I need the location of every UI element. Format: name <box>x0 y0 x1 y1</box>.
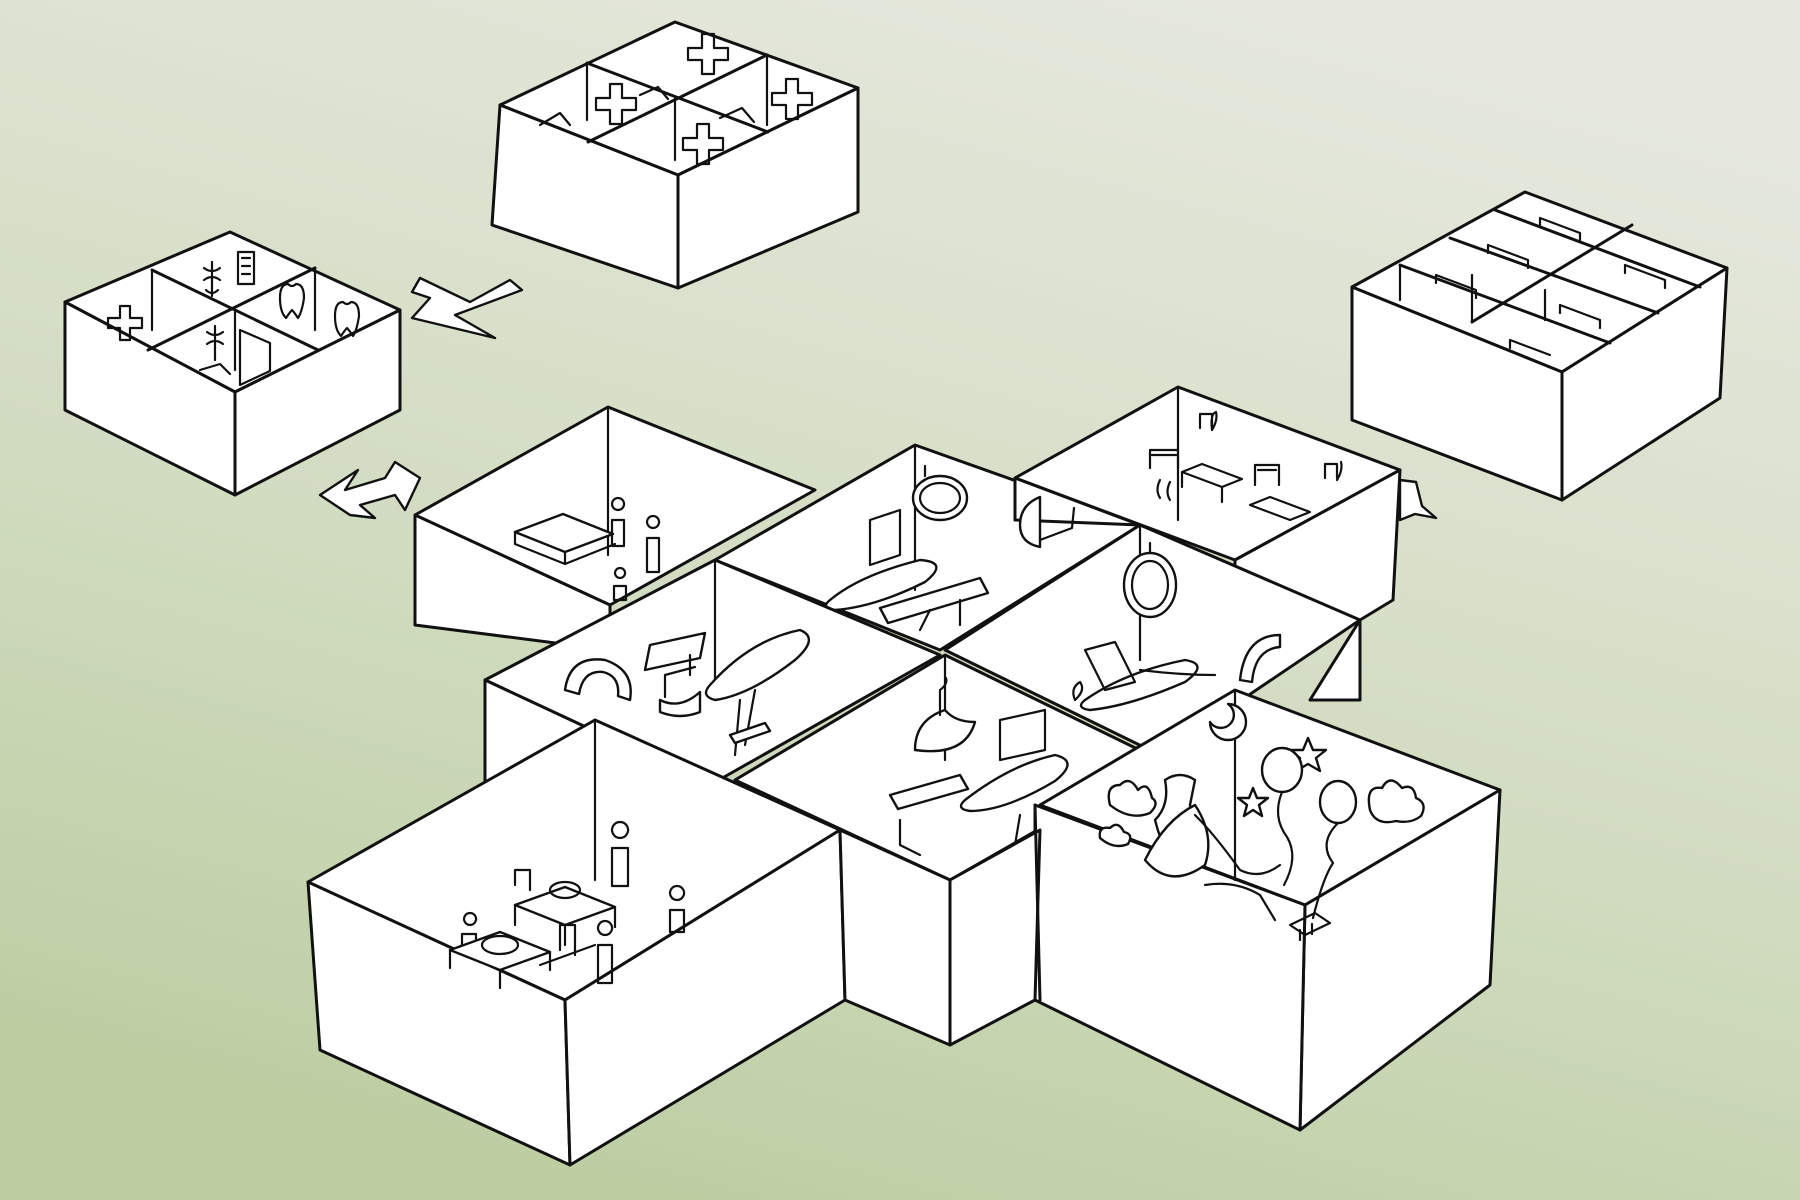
operating-lamp-icon <box>563 658 632 702</box>
bed-icon <box>1558 303 1602 330</box>
caduceus-icon <box>202 260 222 298</box>
operating-lamp-icon <box>911 464 969 522</box>
ward-module <box>1350 190 1729 502</box>
operating-table-icon <box>1079 640 1217 712</box>
medical-cross-icon <box>681 122 725 166</box>
cloud-icon <box>1107 779 1157 817</box>
clinic-module-cross-rooms <box>490 20 860 290</box>
balloon-icon <box>1311 779 1358 920</box>
bed-icon <box>1538 216 1582 243</box>
iv-stand-icon <box>1198 410 1343 482</box>
operating-lamp-icon <box>1018 495 1076 549</box>
people-icon <box>610 496 661 602</box>
door-icon <box>238 328 272 387</box>
bed-icon <box>1486 243 1530 270</box>
double-arrow-specialist-core <box>318 460 422 520</box>
bed-icon <box>1623 263 1667 290</box>
bed-icon <box>1148 448 1244 504</box>
surgical-core <box>306 385 1502 1167</box>
operating-room-back <box>713 443 1142 652</box>
xray-icon <box>236 250 256 286</box>
operating-table-icon <box>888 708 1069 857</box>
medical-cross-icon <box>594 82 638 126</box>
bed-icon <box>1248 463 1312 522</box>
operating-lamp-icon <box>1238 633 1282 684</box>
childrens-room <box>1033 688 1502 1132</box>
bed-icon <box>1434 273 1478 300</box>
operating-lamp-icon <box>1122 541 1178 619</box>
star-icon <box>1236 786 1270 818</box>
corridor-block <box>838 803 1042 1047</box>
tooth-icon <box>278 282 306 320</box>
cloud-icon <box>1098 823 1132 848</box>
people-icon <box>460 820 686 985</box>
operating-lamp-icon <box>658 665 702 718</box>
medical-cross-icon <box>106 304 144 342</box>
operating-table-icon <box>824 508 990 632</box>
moon-icon <box>1208 702 1248 742</box>
recovery-room <box>306 718 847 1167</box>
waiting-room <box>413 405 817 652</box>
medical-cross-icon <box>770 77 814 121</box>
exam-table-icon <box>513 512 617 566</box>
operating-table-icon <box>643 628 810 757</box>
bed-icon <box>513 868 617 947</box>
cloud-icon <box>1367 779 1425 824</box>
caduceus-icon <box>205 324 225 362</box>
tooth-icon <box>333 300 361 338</box>
bed-icon <box>448 923 577 990</box>
balloon-icon <box>1260 746 1304 887</box>
curtain-icon <box>1143 773 1282 922</box>
medical-cross-icon <box>686 32 730 76</box>
arrow-up-to-ward-module <box>1398 478 1438 522</box>
operating-room-right <box>943 523 1362 757</box>
bed-icon <box>1508 338 1552 357</box>
arrow-into-specialist-module <box>410 276 524 340</box>
operating-lamp-icon <box>913 676 977 753</box>
specialist-module <box>63 230 402 497</box>
